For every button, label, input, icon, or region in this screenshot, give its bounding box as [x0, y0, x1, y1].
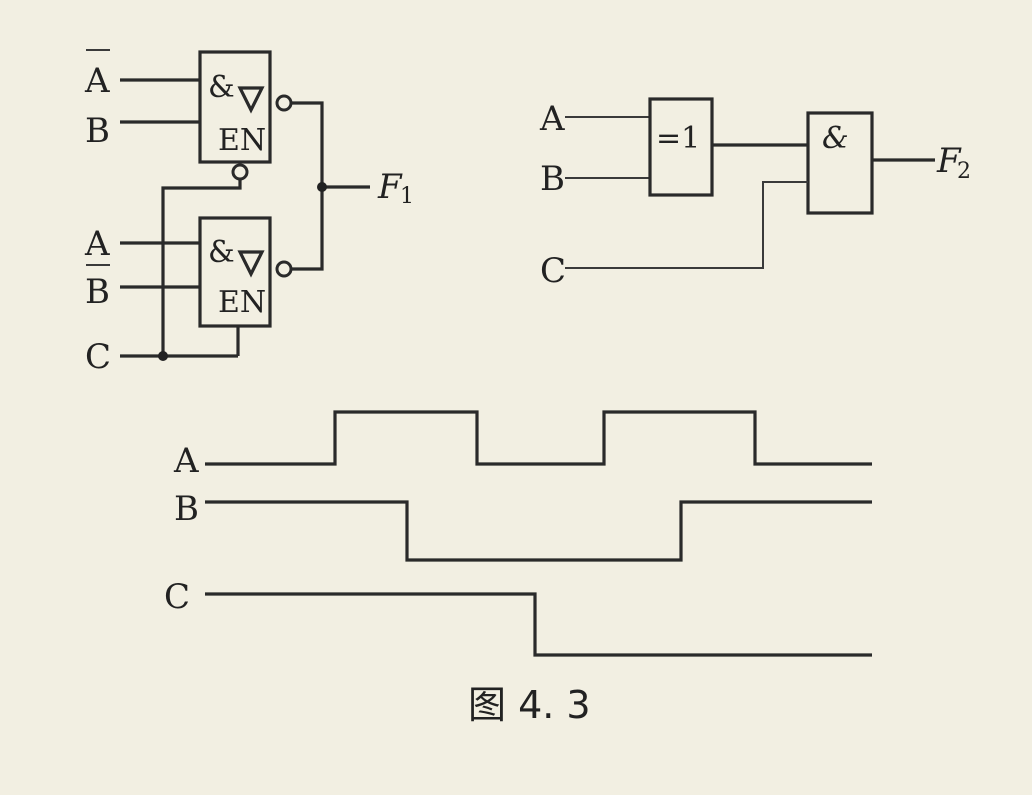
output-f2-index: 2: [957, 159, 971, 184]
c1-input-a: A: [84, 224, 110, 264]
gate-bottom-enable: EN: [218, 285, 266, 320]
timing-label-a: A: [173, 441, 199, 481]
tristate-and-gate-top: [198, 50, 272, 164]
timing-diagram: A B C: [164, 410, 872, 657]
output-f2-letter: F: [936, 141, 962, 181]
gate-top-enable: EN: [218, 123, 266, 158]
timing-label-b: B: [174, 489, 199, 529]
junction-dot: [317, 182, 327, 192]
c2-input-b: B: [540, 159, 565, 199]
wire-c-to-top-enable: [161, 179, 242, 356]
waveform-b: [205, 500, 872, 562]
c1-input-a-bar: A: [84, 61, 110, 101]
gate-top-symbol: &: [208, 70, 235, 105]
c1-input-b-bar: B: [85, 272, 110, 312]
tristate-triangle-icon: [237, 86, 265, 114]
tristate-and-gate-bottom: [198, 216, 272, 328]
waveform-a: [205, 410, 872, 466]
figure-caption: 图 4. 3: [468, 683, 591, 727]
waveform-c: [205, 592, 872, 657]
junction-dot: [158, 351, 168, 361]
output-f1-letter: F: [377, 167, 403, 207]
xor-gate-symbol: =1: [656, 121, 700, 156]
output-bubble-icon: [275, 94, 293, 112]
c2-input-a: A: [539, 99, 565, 139]
wire-c2-c: [565, 181, 808, 269]
enable-bubble-icon: [231, 163, 249, 181]
tristate-triangle-icon: [237, 250, 265, 278]
xor-gate: [648, 97, 714, 197]
c2-input-c: C: [540, 251, 566, 291]
circuit-1: A B A B C & EN & EN F 1: [84, 49, 414, 377]
gate-bottom-symbol: &: [208, 235, 235, 270]
timing-label-c: C: [164, 577, 190, 617]
output-bubble-icon: [275, 260, 293, 278]
circuit-2: A B C =1 & F 2: [539, 97, 971, 291]
and-gate-symbol: &: [822, 121, 849, 156]
output-f1-index: 1: [400, 184, 414, 209]
c1-input-c: C: [85, 337, 111, 377]
c1-input-b: B: [85, 111, 110, 151]
and-gate: [806, 111, 874, 215]
